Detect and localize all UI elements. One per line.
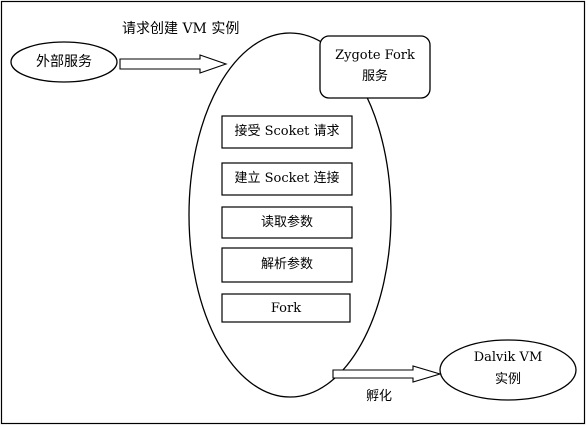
step-box-read-params [221,206,353,239]
step-label-accept-request: 接受 Scoket 请求 [234,124,340,139]
zygote-fork-service-label-line2: 服务 [361,69,388,84]
step-box-establish-connection [221,162,353,196]
dalvik-vm-instance-ellipse [439,339,577,401]
dalvik-vm-label-line2: 实例 [494,372,521,387]
step-label-read-params: 读取参数 [260,215,313,230]
zygote-fork-service-box [319,35,431,99]
external-service-ellipse [10,41,118,83]
dalvik-vm-label-line1: Dalvik VM [473,350,543,365]
request-create-vm-label: 请求创建 VM 实例 [122,21,240,37]
step-label-fork: Fork [270,301,302,316]
step-box-parse-params [221,247,353,283]
step-label-parse-params: 解析参数 [260,257,313,272]
hatch-label: 孵化 [366,389,393,404]
external-service-label: 外部服务 [36,54,92,70]
hatch-arrow [332,365,442,383]
step-box-accept-request [221,115,353,149]
zygote-process-ellipse [188,32,392,398]
step-box-fork [221,293,351,323]
step-label-establish-connection: 建立 Socket 连接 [234,171,340,186]
zygote-fork-service-label-line1: Zygote Fork [335,48,415,63]
request-arrow [119,54,228,74]
